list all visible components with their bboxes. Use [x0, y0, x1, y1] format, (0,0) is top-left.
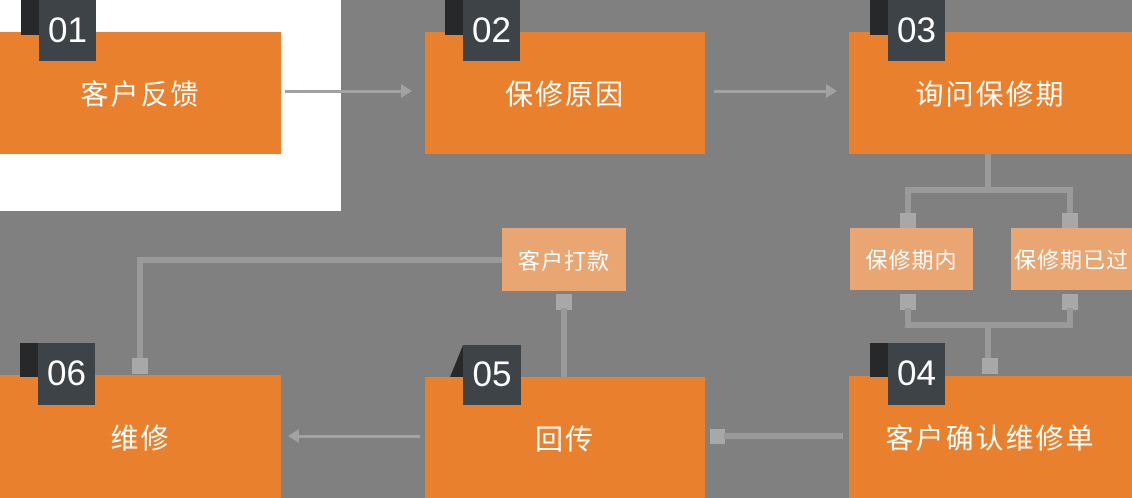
- branch-box-within-warranty: 保修期内: [850, 228, 973, 290]
- step-label: 回传: [534, 423, 595, 455]
- arrowhead-right-icon: [826, 84, 837, 98]
- step-label: 客户确认维修单: [885, 423, 1096, 454]
- step-badge-01: 01: [39, 0, 96, 61]
- arrow-01-to-02: [285, 90, 402, 93]
- connector-line: [724, 433, 843, 439]
- step-label: 维修: [110, 422, 171, 454]
- connector-line: [137, 257, 143, 360]
- badge-number: 04: [897, 354, 936, 393]
- step-badge-06: 06: [38, 343, 95, 405]
- connector-node: [1062, 294, 1078, 310]
- connector-node: [900, 294, 916, 310]
- step-label: 保修原因: [504, 79, 625, 110]
- badge-fold: [21, 0, 39, 35]
- branch-label: 客户打款: [517, 248, 610, 274]
- step-label: 客户反馈: [80, 79, 201, 110]
- arrowhead-left-icon: [288, 429, 299, 443]
- connector-node: [710, 429, 725, 444]
- connector-line: [140, 257, 502, 263]
- badge-number: 03: [897, 10, 936, 50]
- connector-node: [132, 358, 148, 374]
- connector-line: [1067, 190, 1073, 215]
- connector-line: [905, 190, 911, 215]
- connector-line: [1067, 308, 1073, 328]
- connector-node: [982, 358, 998, 374]
- badge-number: 05: [472, 355, 512, 394]
- badge-number: 01: [48, 10, 87, 50]
- connector-line: [905, 187, 1073, 193]
- branch-box-warranty-expired: 保修期已过: [1011, 228, 1132, 290]
- step-badge-05: 05: [463, 345, 521, 405]
- badge-fold: [445, 0, 463, 35]
- connector-line: [905, 322, 1073, 328]
- step-badge-04: 04: [888, 343, 945, 405]
- connector-node: [1062, 213, 1078, 229]
- step-badge-03: 03: [888, 0, 945, 61]
- branch-box-customer-payment: 客户打款: [502, 228, 626, 291]
- arrowhead-right-icon: [401, 84, 412, 98]
- connector-node: [900, 213, 916, 229]
- connector-line: [561, 308, 567, 377]
- badge-fold: [870, 0, 888, 35]
- connector-line: [985, 326, 991, 360]
- connector-line: [905, 308, 911, 328]
- step-label: 询问保修期: [915, 79, 1066, 110]
- step-badge-02: 02: [463, 0, 520, 61]
- badge-number: 02: [472, 10, 511, 50]
- connector-node: [556, 294, 572, 310]
- badge-fold: [20, 343, 38, 377]
- badge-number: 06: [47, 354, 86, 393]
- arrow-02-to-03: [714, 90, 827, 93]
- badge-fold: [870, 343, 888, 377]
- connector-line: [985, 154, 991, 191]
- branch-label: 保修期内: [865, 248, 958, 273]
- badge-fold: [450, 345, 463, 377]
- arrow-05-to-06: [299, 435, 420, 438]
- branch-label: 保修期已过: [1013, 248, 1129, 273]
